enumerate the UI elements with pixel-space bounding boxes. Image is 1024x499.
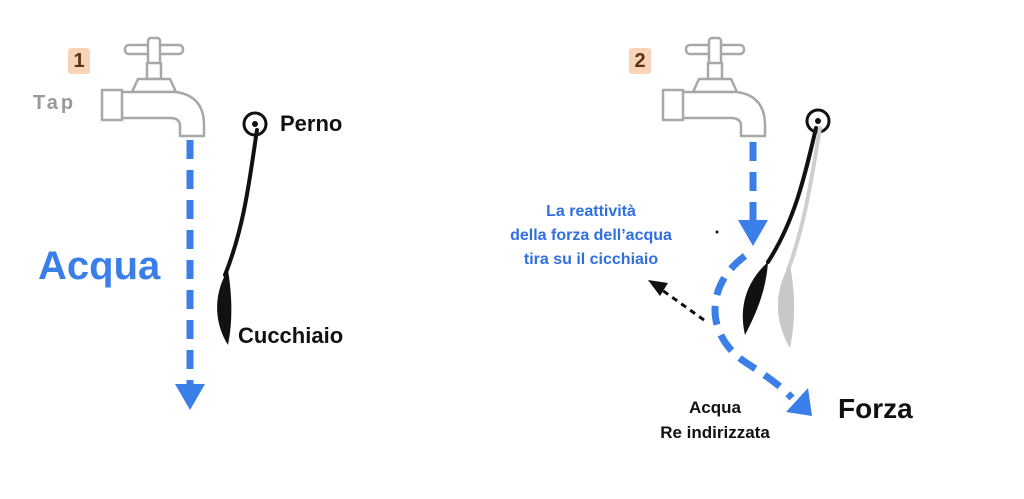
arrow-down-icon	[738, 220, 768, 246]
water-label: Acqua	[38, 244, 161, 288]
reaction-arrow	[661, 288, 705, 322]
step-badge: 2	[629, 48, 651, 74]
arrow-icon	[648, 280, 668, 296]
force-label: Forza	[838, 393, 913, 424]
faucet-icon	[100, 36, 206, 138]
redirected-water-stream	[711, 253, 795, 401]
faucet-icon	[661, 36, 767, 138]
spoon-icon	[217, 128, 259, 345]
redirected-water-label: Acqua Re indirizzata	[630, 395, 800, 445]
spoon-ghost-icon	[777, 126, 822, 348]
tap-label: Tap	[33, 92, 77, 114]
reaction-note-line: La reattività	[546, 203, 636, 220]
spoon-icon	[742, 126, 818, 335]
arrow-down-icon	[175, 384, 205, 410]
spoon-label: Cucchiaio	[238, 323, 344, 348]
arrow-icon	[786, 388, 812, 416]
reaction-note: La reattività della forza dell’acqua tir…	[476, 200, 706, 272]
pivot-label: Perno	[280, 111, 343, 136]
reaction-note-line: tira su il cicchiaio	[523, 251, 659, 268]
step-badge: 1	[68, 48, 90, 74]
redirected-water-line: Re indirizzata	[660, 423, 770, 442]
redirected-water-line: Acqua	[689, 398, 741, 417]
reaction-note-line: della forza dell’acqua	[510, 227, 672, 244]
